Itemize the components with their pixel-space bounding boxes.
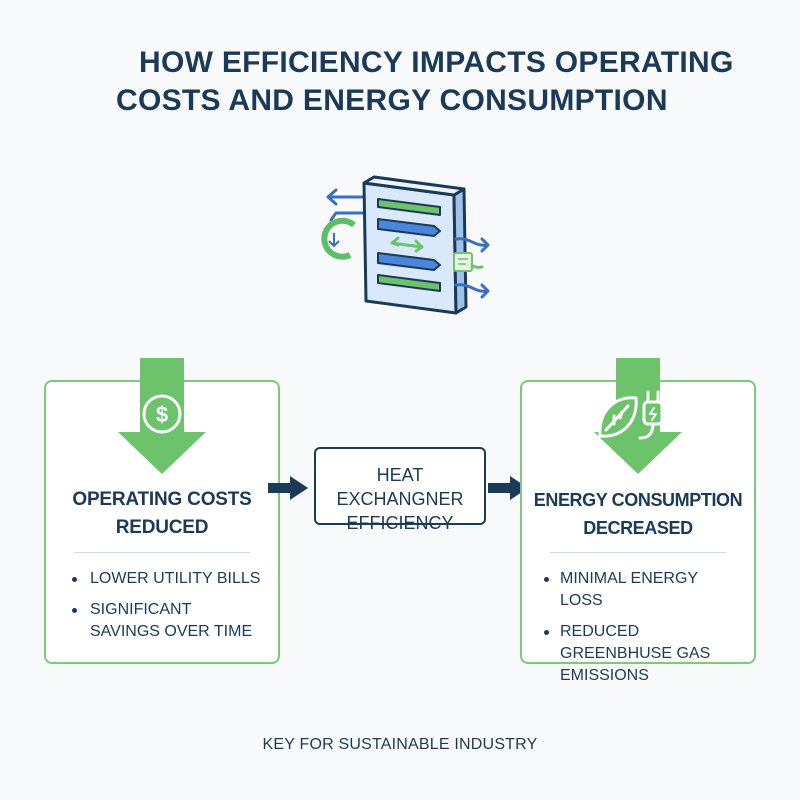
arrow-right-icon <box>268 476 308 500</box>
center-line-1: HEAT EXCHANGNER <box>336 465 464 509</box>
down-arrow-leaf-plug-icon <box>594 358 682 474</box>
operating-costs-bullets: LOWER UTILITY BILLS SIGNIFICANT SAVINGS … <box>46 568 278 652</box>
operating-costs-heading-line-1: OPERATING COSTS <box>72 489 252 510</box>
footer-tagline: KEY FOR SUSTAINABLE INDUSTRY <box>262 736 538 753</box>
list-item: SIGNIFICANT SAVINGS OVER TIME <box>46 599 278 643</box>
arrow-right-icon <box>488 476 528 500</box>
down-arrow-dollar-icon: $ <box>118 358 206 474</box>
title-line-1: HOW EFFICIENCY IMPACTS OPERATING <box>139 46 734 79</box>
heat-exchanger-efficiency-box: HEAT EXCHANGNER EFFICIENCY <box>314 447 486 533</box>
dollar-coin-icon: $ <box>156 402 168 427</box>
list-item: REDUCED GREENBHUSE GAS EMISSIONS <box>522 621 754 687</box>
energy-consumption-bullets: MINIMAL ENERGY LOSS REDUCED GREENBHUSE G… <box>522 568 754 696</box>
list-item: LOWER UTILITY BILLS <box>46 568 278 590</box>
divider <box>550 552 726 553</box>
divider <box>74 552 250 553</box>
energy-consumption-heading: ENERGY CONSUMPTION DECREASED <box>522 486 754 542</box>
energy-consumption-heading-line-2: DECREASED <box>583 518 693 538</box>
center-line-2: EFFICIENCY <box>346 513 454 533</box>
heat-exchanger-icon <box>321 175 490 315</box>
energy-consumption-heading-line-1: ENERGY CONSUMPTION <box>533 490 743 510</box>
operating-costs-heading-line-2: REDUCED <box>115 517 209 538</box>
operating-costs-heading: OPERATING COSTS REDUCED <box>46 486 278 542</box>
leaf-plug-icon <box>598 390 664 440</box>
list-item: MINIMAL ENERGY LOSS <box>522 568 754 612</box>
title-line-2: COSTS AND ENERGY CONSUMPTION <box>116 84 668 117</box>
